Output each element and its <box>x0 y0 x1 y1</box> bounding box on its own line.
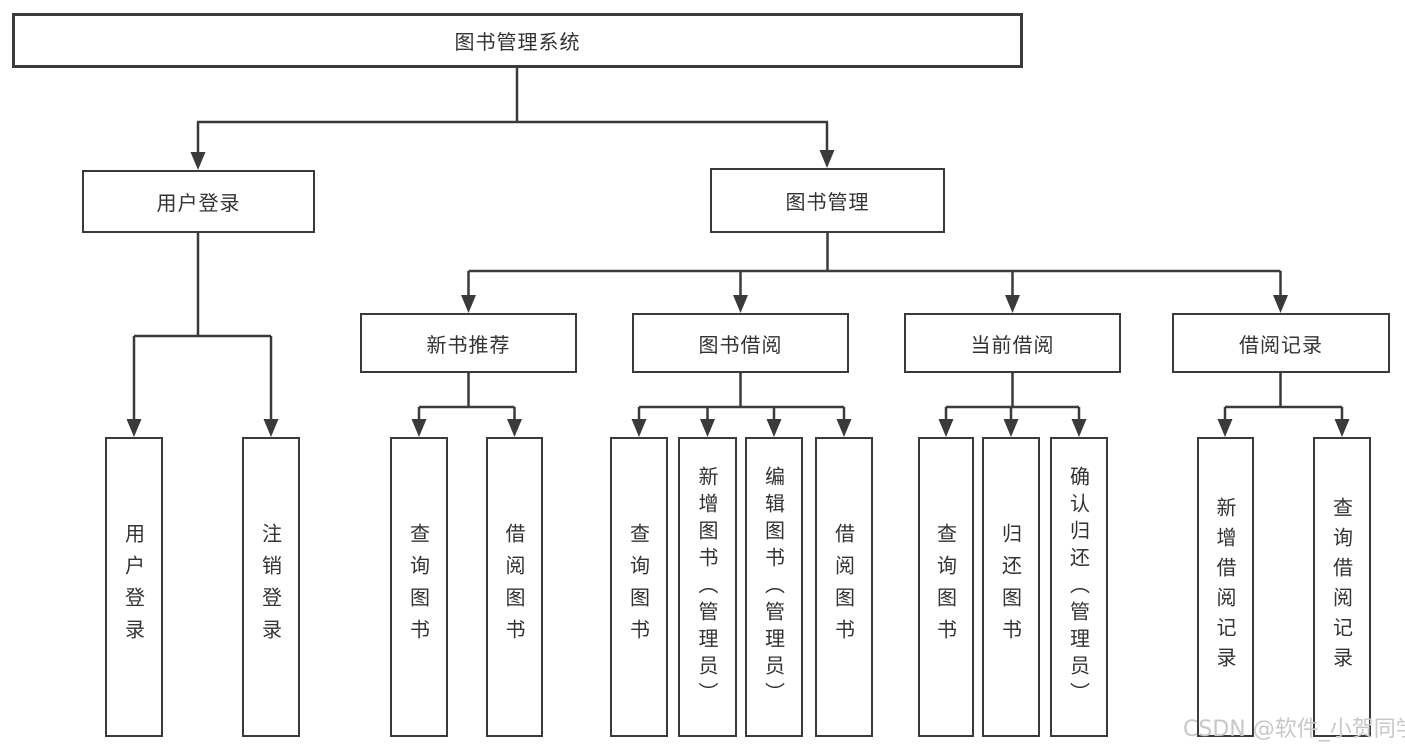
leaf-bb-add-books-admin: 新增图书（管理员） <box>678 437 737 737</box>
leaf-nb-borrow-books: 借阅图书 <box>486 437 543 737</box>
leaf-br-add-record: 新增借阅记录 <box>1197 437 1254 737</box>
node-borrow-records: 借阅记录 <box>1172 313 1390 373</box>
leaf-user-login-label: 用户登录 <box>121 523 146 651</box>
leaf-br-query-record: 查询借阅记录 <box>1313 437 1371 737</box>
leaf-br-add-record-label: 新增借阅记录 <box>1213 497 1237 677</box>
leaf-logout-login-label: 注销登录 <box>258 523 283 651</box>
node-current-borrow-label: 当前借阅 <box>970 332 1055 357</box>
node-root: 图书管理系统 <box>12 13 1023 68</box>
node-borrow-records-label: 借阅记录 <box>1239 332 1323 357</box>
leaf-bb-query-books: 查询图书 <box>610 437 668 737</box>
leaf-cb-confirm-return-admin-label: 确认归还（管理员） <box>1066 465 1091 709</box>
leaf-nb-query-books: 查询图书 <box>390 437 448 737</box>
leaf-bb-edit-books-admin: 编辑图书（管理员） <box>745 437 803 737</box>
arrowheads <box>126 150 1350 437</box>
leaf-nb-query-books-label: 查询图书 <box>406 523 431 651</box>
leaf-nb-borrow-books-label: 借阅图书 <box>502 523 526 651</box>
node-book-management-label: 图书管理 <box>785 190 870 214</box>
node-user-login: 用户登录 <box>82 170 315 233</box>
node-new-book-recommend-label: 新书推荐 <box>426 332 511 357</box>
leaf-cb-return-books-label: 归还图书 <box>998 523 1023 651</box>
node-root-label: 图书管理系统 <box>454 30 581 54</box>
leaf-bb-add-books-admin-label: 新增图书（管理员） <box>695 465 719 709</box>
leaf-cb-return-books: 归还图书 <box>982 437 1040 737</box>
leaf-bb-borrow-books: 借阅图书 <box>815 437 873 737</box>
node-book-borrow: 图书借阅 <box>632 313 849 373</box>
leaf-cb-query-books: 查询图书 <box>918 437 974 737</box>
leaf-user-login: 用户登录 <box>105 437 163 737</box>
leaf-bb-query-books-label: 查询图书 <box>626 523 651 651</box>
node-book-borrow-label: 图书借阅 <box>698 332 783 357</box>
node-book-management: 图书管理 <box>710 168 945 233</box>
watermark: CSDN @软件_小贺同学 <box>1183 717 1405 742</box>
node-current-borrow: 当前借阅 <box>904 313 1121 373</box>
leaf-bb-edit-books-admin-label: 编辑图书（管理员） <box>761 465 786 709</box>
node-new-book-recommend: 新书推荐 <box>360 313 577 373</box>
leaf-br-query-record-label: 查询借阅记录 <box>1329 497 1354 677</box>
leaf-cb-query-books-label: 查询图书 <box>933 523 958 651</box>
leaf-bb-borrow-books-label: 借阅图书 <box>831 523 856 651</box>
node-user-login-label: 用户登录 <box>156 191 241 215</box>
leaf-cb-confirm-return-admin: 确认归还（管理员） <box>1050 437 1108 737</box>
leaf-logout-login: 注销登录 <box>242 437 300 737</box>
